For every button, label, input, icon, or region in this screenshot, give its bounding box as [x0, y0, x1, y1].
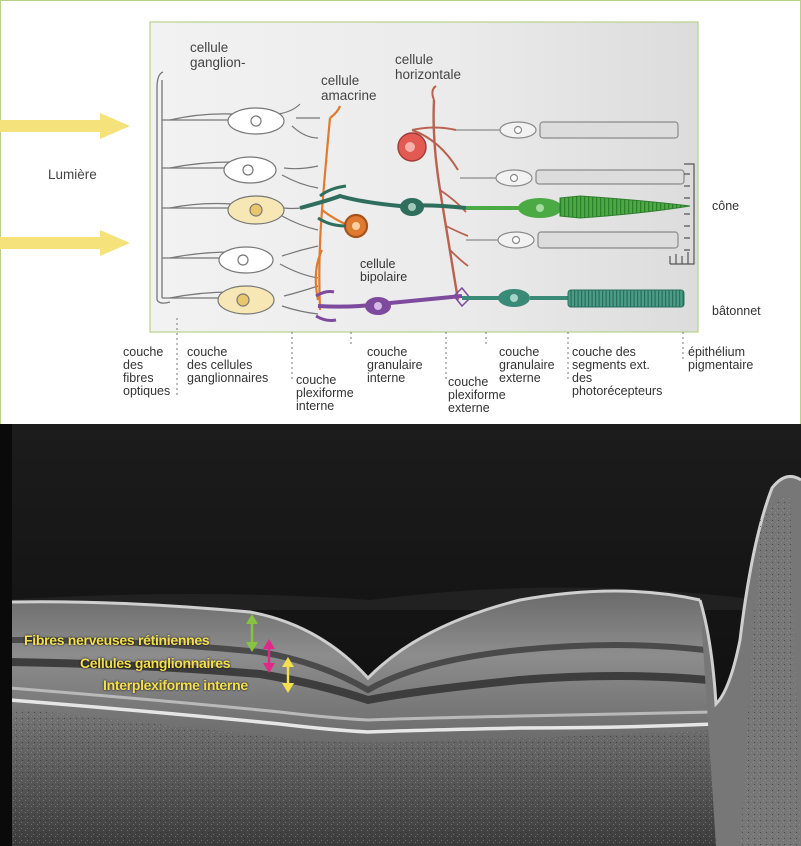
oct-label-nerve-fibers: Fibres nerveuses rétiniennes: [24, 632, 209, 648]
light-label: Lumière: [48, 167, 97, 182]
oct-label-inner-plexiform: Interplexiforme interne: [103, 677, 248, 693]
layer-label-inner-nuclear: couche granulaire interne: [367, 346, 423, 385]
layer-label-outer-segments: couche des segments ext. des photorécept…: [572, 346, 662, 398]
horizontal-cell-label: cellule horizontale: [395, 52, 461, 82]
layer-label-outer-nuclear: couche granulaire externe: [499, 346, 555, 385]
ganglion-cell-label: cellule ganglion-: [190, 40, 246, 70]
layer-label-optic-fibers: couche des fibres optiques: [123, 346, 170, 398]
cone-label: cône: [712, 200, 739, 213]
rod-label: bâtonnet: [712, 305, 761, 318]
layer-label-inner-plexiform: couche plexiforme interne: [296, 374, 354, 413]
light-arrows: [0, 113, 130, 256]
oct-label-ganglion-cells: Cellules ganglionnaires: [80, 655, 230, 671]
layer-label-outer-plexiform: couche plexiforme externe: [448, 376, 506, 415]
layer-label-ganglion: couche des cellules ganglionnaires: [187, 346, 268, 385]
bipolar-cell-label: cellule bipolaire: [360, 258, 407, 284]
layer-label-pigment-epithelium: épithélium pigmentaire: [688, 346, 753, 372]
amacrine-cell-label: cellule amacrine: [321, 73, 377, 103]
